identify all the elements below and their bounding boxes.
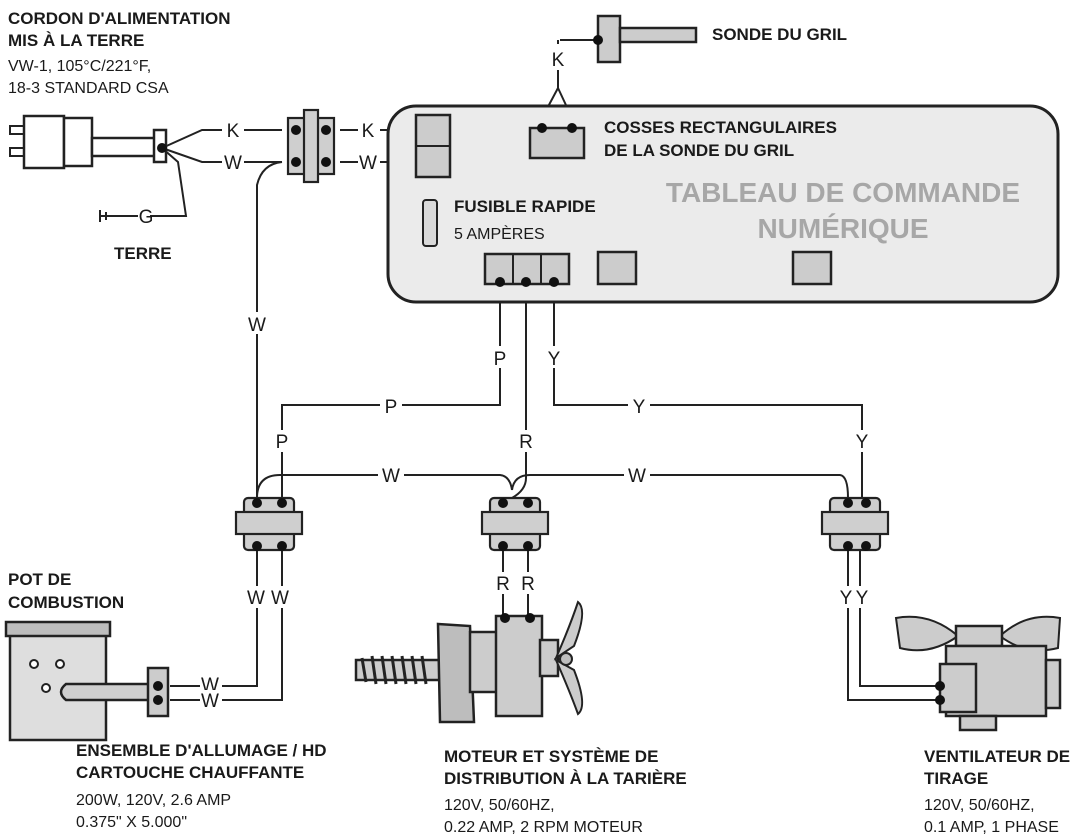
svg-text:K: K [362, 121, 375, 142]
fire-pot-icon [4, 620, 112, 742]
igniter-connector [234, 496, 304, 552]
panel-terminal-b [791, 250, 833, 286]
igniter-spec-line2: 0.375" X 5.000" [76, 814, 187, 831]
probe-terminals-line2: DE LA SONDE DU GRIL [604, 141, 794, 160]
svg-text:P: P [276, 432, 289, 453]
svg-text:P: P [494, 349, 507, 370]
panel-title-line2: NUMÉRIQUE [757, 213, 928, 244]
cord-spec-line1: VW-1, 105°C/221°F, [8, 58, 151, 75]
svg-text:W: W [247, 588, 265, 609]
fuse-icon [422, 199, 438, 247]
motor-spec-line2: 0.22 AMP, 2 RPM MOTEUR [444, 819, 643, 836]
motor-title-line2: DISTRIBUTION À LA TARIÈRE [444, 769, 687, 788]
svg-text:Y: Y [548, 349, 561, 370]
probe-terminals-line1: COSSES RECTANGULAIRES [604, 118, 837, 137]
ground-symbol-icon [99, 210, 107, 222]
igniter-spec-line1: 200W, 120V, 2.6 AMP [76, 792, 231, 809]
panel-title-line1: TABLEAU DE COMMANDE [666, 177, 1020, 208]
power-plug-icon [9, 114, 168, 170]
cord-spec-line2: 18-3 STANDARD CSA [8, 80, 169, 97]
svg-text:Y: Y [840, 588, 853, 609]
firepot-title-line2: COMBUSTION [8, 593, 124, 612]
fan-spec-line2: 0.1 AMP, 1 PHASE [924, 819, 1059, 836]
svg-text:W: W [382, 466, 400, 487]
motor-spec-line1: 120V, 50/60HZ, [444, 797, 555, 814]
fan-connector [820, 496, 890, 552]
wire-labels: K W K W K G W P Y P Y P R Y W W W W R R … [139, 48, 874, 712]
inline-connector [286, 108, 336, 184]
svg-text:Y: Y [856, 588, 869, 609]
fuse-title: FUSIBLE RAPIDE [454, 197, 596, 216]
svg-text:W: W [201, 691, 219, 712]
svg-text:G: G [139, 207, 154, 228]
motor-connector [480, 496, 550, 552]
grill-probe-icon [560, 14, 698, 64]
svg-text:K: K [227, 121, 240, 142]
svg-text:P: P [385, 397, 398, 418]
combustion-fan-icon [894, 615, 1062, 732]
igniter-title-line2: CARTOUCHE CHAUFFANTE [76, 763, 304, 782]
cord-title-line2: MIS À LA TERRE [8, 31, 144, 50]
auger-motor-icon [354, 600, 584, 724]
cord-title-line1: CORDON D'ALIMENTATION [8, 9, 231, 28]
firepot-title-line1: POT DE [8, 570, 71, 589]
svg-text:Y: Y [633, 397, 646, 418]
svg-text:R: R [519, 432, 533, 453]
svg-text:W: W [248, 315, 266, 336]
fan-title-line1: VENTILATEUR DE [924, 747, 1070, 766]
probe-title: SONDE DU GRIL [712, 25, 847, 44]
fan-title-line2: TIRAGE [924, 769, 988, 788]
svg-text:R: R [496, 574, 510, 595]
ground-label: TERRE [114, 244, 172, 263]
igniter-cartridge-icon [59, 666, 170, 718]
panel-terminal-a [596, 250, 638, 286]
svg-text:R: R [521, 574, 535, 595]
fan-spec-line1: 120V, 50/60HZ, [924, 797, 1035, 814]
svg-text:W: W [224, 153, 242, 174]
svg-text:Y: Y [856, 432, 869, 453]
svg-text:W: W [271, 588, 289, 609]
svg-text:W: W [359, 153, 377, 174]
probe-terminal-block [528, 126, 586, 160]
svg-text:W: W [628, 466, 646, 487]
terminal-dots [153, 35, 945, 705]
svg-text:K: K [552, 50, 565, 71]
fuse-rating: 5 AMPÈRES [454, 224, 545, 243]
motor-title-line1: MOTEUR ET SYSTÈME DE [444, 747, 658, 766]
igniter-title-line1: ENSEMBLE D'ALLUMAGE / HD [76, 741, 327, 760]
